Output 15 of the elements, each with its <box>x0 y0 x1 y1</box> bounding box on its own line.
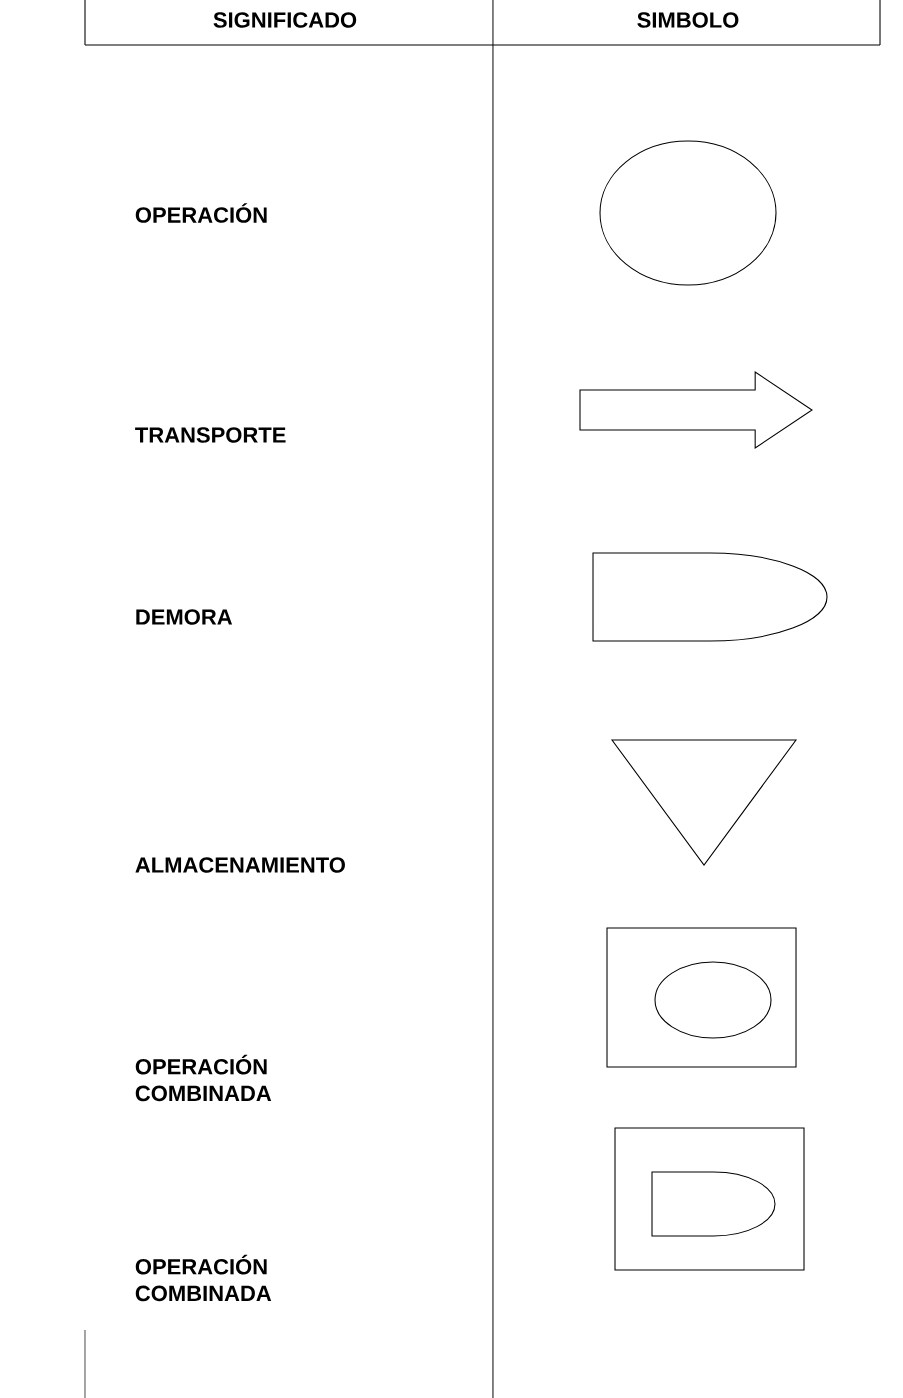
rectangle-symbol <box>606 927 797 1068</box>
arrow-symbol <box>579 371 813 449</box>
d-shape-symbol <box>651 1171 776 1237</box>
symbol-name: OPERACIÓN COMBINADA <box>135 1254 272 1302</box>
symbol-name: OPERACIÓN <box>135 203 267 223</box>
rectangle-symbol <box>614 1127 805 1271</box>
symbol-name: TRANSPORTE <box>135 427 286 443</box>
column-header: SIMBOLO <box>637 12 739 28</box>
oval-symbol <box>654 961 772 1039</box>
symbol-name: ALMACENAMIENTO <box>135 857 345 873</box>
symbol-name: OPERACIÓN COMBINADA <box>135 1054 272 1102</box>
column-header: SIGNIFICADO <box>213 12 357 28</box>
d-shape-symbol <box>592 552 828 642</box>
symbol-name: DEMORA <box>136 609 233 625</box>
oval-symbol <box>599 140 777 286</box>
